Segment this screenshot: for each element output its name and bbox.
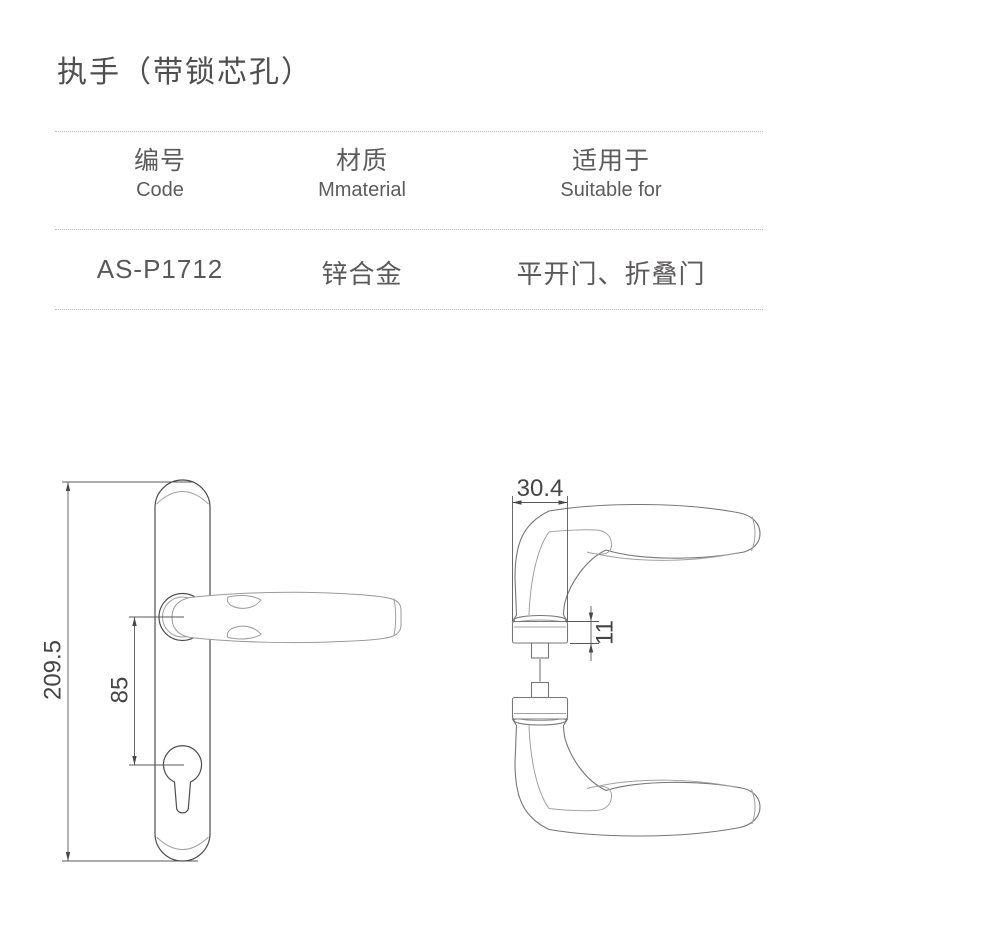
- column-header-code-zh: 编号: [133, 147, 186, 175]
- dim-label-rose-height: 11: [591, 620, 618, 645]
- lever-underside-line: [598, 552, 738, 561]
- divider-bottom: [55, 309, 763, 310]
- page-title: 执手（带锁芯孔）: [57, 56, 313, 89]
- dim-arrow-up: [65, 482, 71, 491]
- dim-arrow-right: [558, 500, 568, 505]
- column-header-material-zh: 材质: [335, 147, 388, 175]
- divider-header: [55, 229, 763, 230]
- dim-arrow-up: [132, 617, 137, 626]
- dim-arrow-up: [588, 643, 594, 653]
- dim-plate-height: 209.5: [39, 481, 198, 862]
- dim-rose-height: 11: [566, 606, 618, 661]
- lever-side-lower: [511, 681, 761, 837]
- lever-tip-line: [751, 516, 756, 552]
- divider-top: [55, 131, 763, 132]
- dim-label-hole-spacing: 85: [106, 677, 133, 704]
- plate-bottom-edge-arc: [156, 836, 209, 850]
- dim-label-plate-height: 209.5: [39, 640, 66, 700]
- lever-form-line: [528, 529, 613, 616]
- dim-hole-spacing: 85: [106, 616, 184, 766]
- plate-outline: [154, 479, 211, 862]
- rose-base: [511, 620, 569, 644]
- cylinder-keyhole: [162, 745, 203, 814]
- lever-front-outline: [171, 591, 402, 644]
- lever-side-upper: [511, 503, 761, 659]
- cell-material: 锌合金: [321, 259, 403, 289]
- dim-arrow-down: [132, 756, 137, 765]
- column-header-code-en: Code: [136, 179, 184, 201]
- plate-top-edge-arc: [156, 491, 209, 505]
- lever-side-outline: [511, 503, 761, 623]
- spindle-stub: [530, 642, 550, 659]
- dim-rose-width: 30.4: [512, 475, 568, 621]
- lever-neck-facet-bottom: [226, 625, 262, 640]
- dim-label-rose-width: 30.4: [517, 475, 564, 502]
- column-header-suitable-en: Suitable for: [560, 179, 662, 201]
- column-header-material: 材质 Mmaterial: [265, 146, 459, 203]
- dim-arrow-down: [588, 612, 594, 622]
- side-view-drawing: 30.4 11: [511, 475, 761, 837]
- dim-arrow-left: [512, 500, 522, 505]
- cell-suitable-for: 平开门、折叠门: [516, 259, 706, 289]
- dim-arrow-down: [65, 852, 71, 861]
- column-header-material-en: Mmaterial: [318, 179, 406, 201]
- table-row: AS-P1712 锌合金 平开门、折叠门: [55, 254, 763, 291]
- front-view-drawing: 209.5 85: [39, 479, 402, 862]
- spec-table-header: 编号 Code 材质 Mmaterial 适用于 Suitable for: [55, 146, 763, 203]
- lever-neck-facet-top: [226, 595, 262, 609]
- column-header-suitable: 适用于 Suitable for: [459, 146, 763, 203]
- column-header-code: 编号 Code: [55, 146, 265, 203]
- lever-tip-line: [393, 598, 397, 637]
- technical-drawings: 209.5 85: [39, 475, 761, 862]
- cell-code: AS-P1712: [96, 254, 224, 284]
- column-header-suitable-zh: 适用于: [571, 147, 650, 175]
